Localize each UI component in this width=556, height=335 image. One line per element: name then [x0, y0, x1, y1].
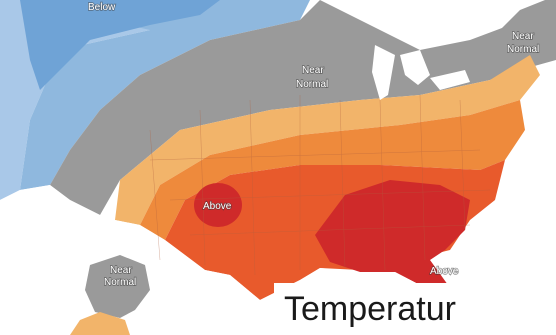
region-above-light [115, 55, 540, 225]
alaska-near-normal [85, 255, 150, 318]
region-above-core-texas [194, 183, 242, 227]
label-ne-near: Near [512, 31, 534, 42]
label-near-normal-2: Normal [296, 79, 328, 90]
label-alaska-near: Near [110, 265, 132, 276]
label-near-normal-1: Near [302, 65, 324, 76]
label-alaska-normal: Normal [104, 277, 136, 288]
label-texas-above: Above [203, 201, 232, 212]
alaska-above [70, 312, 130, 335]
label-below: Below [88, 2, 116, 13]
map-caption: Temperatur [274, 283, 556, 335]
ocean-east [448, 60, 556, 335]
great-lakes [372, 45, 470, 100]
region-below-core [20, 0, 220, 90]
state-lines [149, 94, 491, 276]
label-ne-normal: Normal [507, 44, 539, 55]
region-near-normal [50, 0, 556, 215]
region-ne-near-normal [490, 0, 556, 70]
region-below [20, 0, 310, 190]
label-florida-above: Above [430, 266, 459, 277]
region-above-mid [140, 100, 525, 240]
